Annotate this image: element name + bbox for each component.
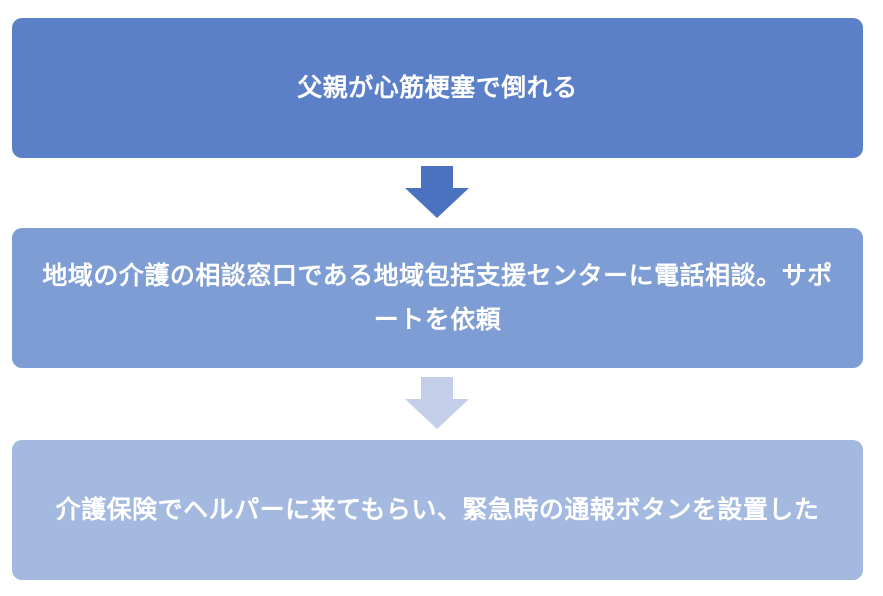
- down-arrow-icon: [405, 166, 469, 218]
- step-1-box: 父親が心筋梗塞で倒れる: [12, 18, 863, 158]
- step-3-box: 介護保険でヘルパーに来てもらい、緊急時の通報ボタンを設置した: [12, 440, 863, 580]
- step-3-text: 介護保険でヘルパーに来てもらい、緊急時の通報ボタンを設置した: [55, 495, 820, 524]
- step-2-text: 地域の介護の相談窓口である地域包括支援センターに電話相談。サポートを依頼: [42, 261, 833, 334]
- step-2-box: 地域の介護の相談窓口である地域包括支援センターに電話相談。サポートを依頼: [12, 228, 863, 368]
- down-arrow-icon: [405, 377, 469, 429]
- step-1-text: 父親が心筋梗塞で倒れる: [297, 73, 578, 102]
